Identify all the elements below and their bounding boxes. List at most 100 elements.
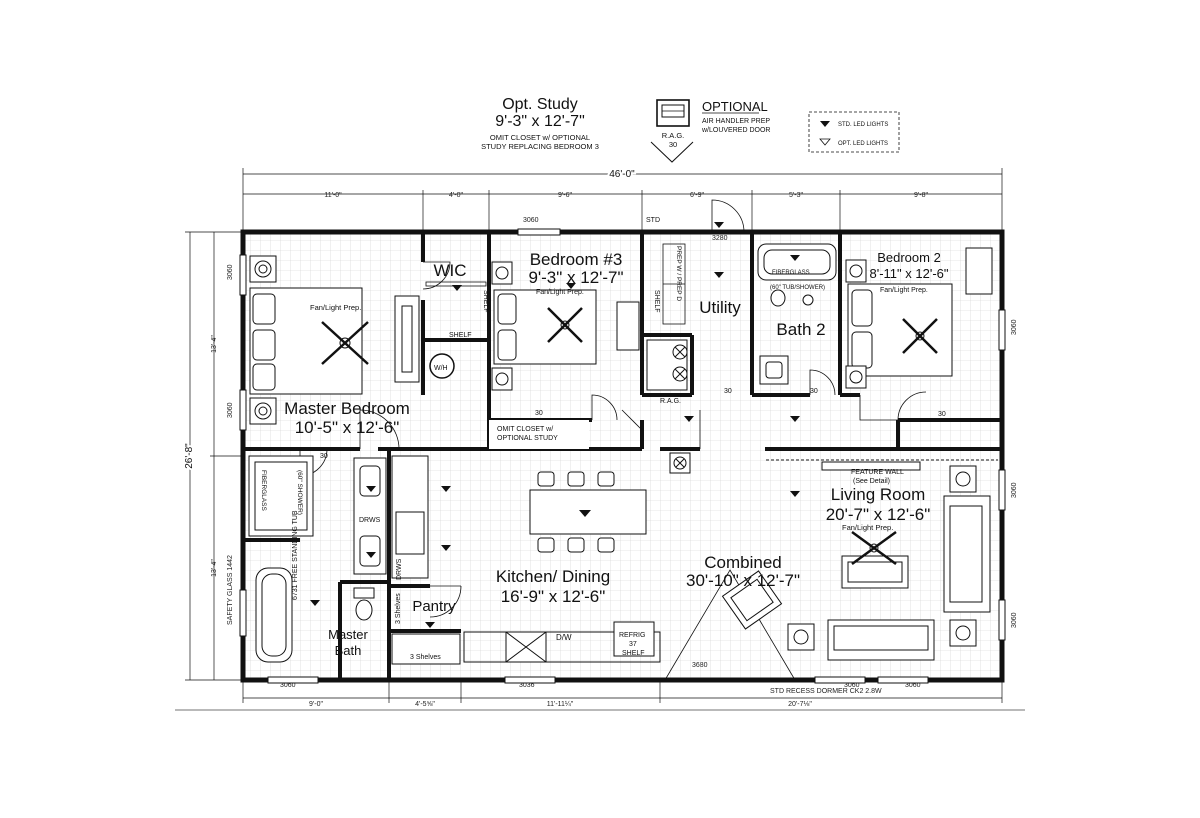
washer-dryer: [662, 243, 686, 325]
window-code-bedroom2: 3060: [1011, 319, 1018, 335]
dresser: [394, 295, 420, 383]
optional-line-1: AIR HANDLER PREP: [702, 118, 770, 125]
optional-line-2: w/LOUVERED DOOR: [701, 127, 770, 134]
living-name: Living Room: [831, 485, 926, 504]
master-bedroom-name: Master Bedroom: [284, 399, 410, 418]
top-dim-2: 4'-0": [449, 192, 463, 199]
pantry-name: Pantry: [412, 598, 456, 615]
bedroom2-dresser: [965, 247, 993, 295]
overall-depth-dim: [185, 231, 243, 681]
bedroom3-bed: [491, 261, 597, 391]
window-code-b2: 3060: [905, 682, 921, 689]
windows: [239, 228, 1006, 684]
air-handler-icon: [646, 339, 688, 391]
top-dim-3: 9'-6": [558, 192, 572, 199]
left-dim-1: 13'-4": [211, 335, 218, 353]
master-bath-name: Master: [328, 627, 368, 642]
utility-name: Utility: [699, 298, 741, 317]
living-fan-note: Fan/Light Prep.: [842, 523, 893, 532]
armchair: [721, 570, 783, 630]
overall-width: 46'-0": [609, 169, 635, 180]
feature-wall-label: FEATURE WALL: [851, 469, 904, 476]
end-table-lamp: [787, 465, 977, 651]
rag-label: R.A.G.: [660, 398, 681, 405]
ceiling-fan-icon: [902, 318, 938, 354]
legend-opt: OPT. LED LIGHTS: [838, 141, 888, 147]
bottom-dim-1: 9'-0": [309, 701, 323, 708]
std-recess-note: STD RECESS DORMER CK2 2.8W: [770, 688, 882, 695]
bedroom3-dresser: [616, 301, 640, 351]
opt-light-icon: [819, 138, 831, 146]
refrig-label: REFRIG: [619, 632, 645, 639]
kitchen-counter: [391, 455, 661, 665]
freestanding-tub-icon: [255, 567, 293, 663]
door-code-bedroom2: 30: [938, 411, 946, 418]
bedroom3-name: Bedroom #3: [530, 250, 623, 269]
window-code-living-1: 3060: [1011, 482, 1018, 498]
air-handler-icon: [650, 99, 694, 163]
kitchen-name: Kitchen/ Dining: [496, 567, 610, 586]
combined-name: Combined: [704, 553, 782, 572]
door-code-master-bath: 30: [320, 453, 328, 460]
safety-glass-note: SAFETY GLASS 1442: [227, 555, 234, 625]
led-lights: [310, 222, 800, 628]
top-dim-5: 5'-3": [789, 192, 803, 199]
optional-rag: R.A.G.: [662, 131, 685, 140]
wic-name: WIC: [433, 261, 466, 280]
free-tub-label: 6731 FREE STANDING TUB: [292, 510, 299, 600]
top-dim-6: 9'-8": [914, 192, 928, 199]
dishwasher-label: D/W: [556, 633, 572, 642]
exterior-walls: [240, 229, 1005, 683]
wic-shelf-label-2: SHELF: [482, 290, 489, 313]
master-fan-note: Fan/Light Prep.: [310, 303, 361, 312]
opt-study-title: Opt. Study: [502, 96, 578, 113]
opt-study-note-2: STUDY REPLACING BEDROOM 3: [481, 142, 599, 151]
living-sofa: [827, 495, 991, 661]
coffee-table: [841, 555, 909, 589]
window-code-master-2: 3060: [227, 402, 234, 418]
bedroom2-size: 8'-11" x 12'-6": [870, 266, 949, 281]
std-light-icon: [820, 121, 830, 127]
refrig-width: 37: [629, 641, 637, 648]
window-code-living-2: 3060: [1011, 612, 1018, 628]
light-legend: STD. LED LIGHTS OPT. LED LIGHTS: [808, 111, 900, 153]
legend-std: STD. LED LIGHTS: [838, 122, 888, 128]
window-code-master-1: 3060: [227, 264, 234, 280]
shower-icon: [248, 455, 314, 537]
wic-shelf-label: SHELF: [449, 332, 472, 339]
optional-rag-num: 30: [669, 140, 677, 149]
nightstand-lamp-icon: [249, 255, 277, 425]
master-drws: DRWS: [359, 517, 381, 524]
opt-study-size: 9'-3" x 12'-7": [495, 113, 585, 130]
window-code-bedroom3: 3060: [523, 217, 539, 224]
bottom-dim-2: 4'-5⅝": [415, 701, 435, 708]
door-code-utility-30: 30: [724, 388, 732, 395]
master-bath-name-2: Bath: [335, 643, 362, 658]
optional-title: OPTIONAL: [702, 99, 768, 114]
toilet-icon: [770, 289, 814, 307]
left-dim-2: 13'-4": [211, 559, 218, 577]
bedroom2-name: Bedroom 2: [877, 250, 941, 265]
see-detail-label: (See Detail): [853, 478, 890, 485]
wh-label: W/H: [434, 365, 448, 372]
bottom-dim-3: 11'-11¼": [547, 701, 574, 708]
bathtub-icon: [757, 243, 837, 281]
air-handler-icon: [669, 452, 691, 474]
utility-shelf-label: SHELF: [653, 290, 660, 313]
feature-wall: [821, 461, 921, 471]
prep-wd-label: PREP W / PREP D: [675, 246, 682, 301]
opt-study-note-1: OMIT CLOSET w/ OPTIONAL: [490, 133, 590, 142]
window-code-bl: 3060: [280, 682, 296, 689]
ceiling-fan-icon: [321, 321, 369, 365]
master-shower-fiberglass: FIBERGLASS: [260, 470, 267, 511]
top-dim-1: 11'-0": [324, 192, 342, 199]
bath2-tub-shower: (60" TUB/SHOWER): [770, 285, 825, 291]
toilet-icon: [353, 587, 375, 621]
door-code-utility: 3280: [712, 235, 728, 242]
window-code-b1: 3060: [844, 682, 860, 689]
bedroom3-fan-note: Fan/Light Prep.: [536, 289, 584, 296]
window-code-bottom-kitchen: 3036: [519, 682, 535, 689]
sink-icon: [759, 355, 789, 385]
water-heater-icon: [429, 353, 455, 379]
